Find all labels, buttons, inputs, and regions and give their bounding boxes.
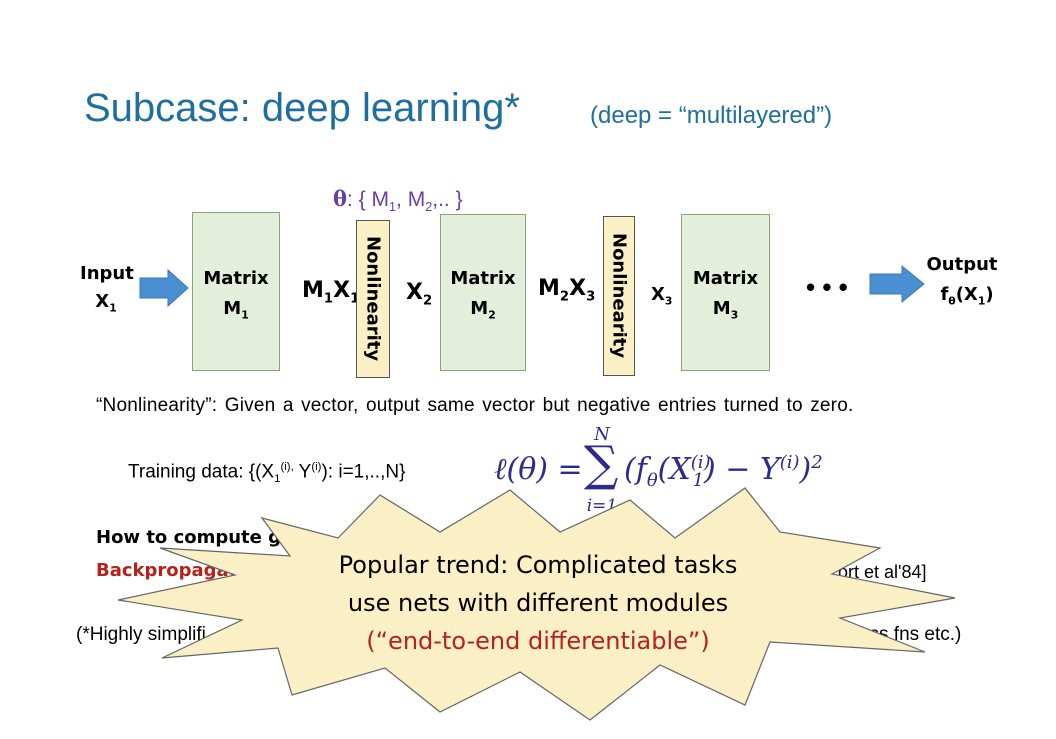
matrix3-var: M3: [712, 298, 739, 322]
theta-symbol: θ: [333, 186, 348, 211]
nonlinearity-label-2: Nonlinearity: [608, 233, 630, 359]
loss-formula: ℓ(θ) =: [494, 452, 583, 487]
callout-line-1: Popular trend: Complicated tasks: [338, 551, 738, 579]
sum-upper: N: [594, 424, 610, 445]
matrix1-var: M1: [223, 298, 249, 322]
matrix2-var: M2: [470, 298, 496, 322]
theta-end: ,.. }: [432, 188, 463, 211]
callout-line-2: use nets with different modules: [347, 589, 729, 617]
matrix1-text: Matrix: [203, 268, 269, 289]
output-label: Output fθ(X1): [926, 250, 998, 317]
matrix2-text: Matrix: [450, 268, 516, 289]
footnote-left: (*Highly simplifi: [76, 624, 206, 645]
theta-text: : { M: [347, 188, 390, 211]
input-arrow-icon: [139, 268, 189, 308]
matrix-label-1: Matrix M1: [192, 264, 280, 331]
training-data: Training data: {(X1(i), Y(i)): i=1,..,N}: [128, 461, 406, 486]
theta-parameters: θ: { M1, M2,.. }: [333, 186, 463, 214]
x2-label: X2: [406, 280, 433, 309]
m1x1-label: M1X1: [302, 278, 360, 307]
matrix-label-3: Matrix M3: [681, 264, 770, 331]
nonlinearity-box-2: Nonlinearity: [603, 216, 635, 376]
input-text: Input: [80, 263, 134, 284]
theta-sub2: 2: [425, 200, 433, 215]
formula-lhs: ℓ(θ) =: [494, 452, 583, 487]
nonlinearity-box-1: Nonlinearity: [356, 220, 390, 378]
output-arrow-icon: [869, 264, 925, 304]
matrix-box-1: [192, 212, 280, 371]
x3-label: X3: [651, 284, 673, 308]
gradient-question: How to compute gr: [96, 527, 290, 548]
matrix-label-2: Matrix M2: [440, 264, 526, 331]
callout-text: Popular trend: Complicated tasks use net…: [280, 546, 796, 660]
nonlinearity-definition: “Nonlinearity”: Given a vector, output s…: [96, 395, 854, 416]
backprop-citation: ort et al'84]: [838, 562, 927, 582]
output-function: fθ(X1): [940, 284, 994, 308]
matrix3-text: Matrix: [692, 268, 759, 289]
ellipsis-dots: • • •: [806, 272, 848, 302]
matrix-box-2: [440, 214, 526, 371]
callout-line-3: (“end-to-end differentiable”): [366, 627, 710, 655]
matrix-box-3: [681, 214, 770, 371]
theta-sub1: 1: [389, 200, 397, 215]
slide-title: Subcase: deep learning*: [84, 86, 520, 130]
nonlinearity-label-1: Nonlinearity: [362, 236, 384, 362]
theta-mid: , M: [396, 188, 426, 211]
formula-rhs: (fθ(X(i)1) − Y(i))2: [624, 452, 823, 491]
m2x3-label: M2X3: [538, 276, 596, 305]
sigma-symbol: ∑: [584, 436, 619, 492]
input-var: X1: [95, 291, 117, 315]
input-label: Input X1: [80, 260, 134, 323]
output-text: Output: [926, 254, 998, 275]
slide-subtitle: (deep = “multilayered”): [590, 102, 833, 129]
